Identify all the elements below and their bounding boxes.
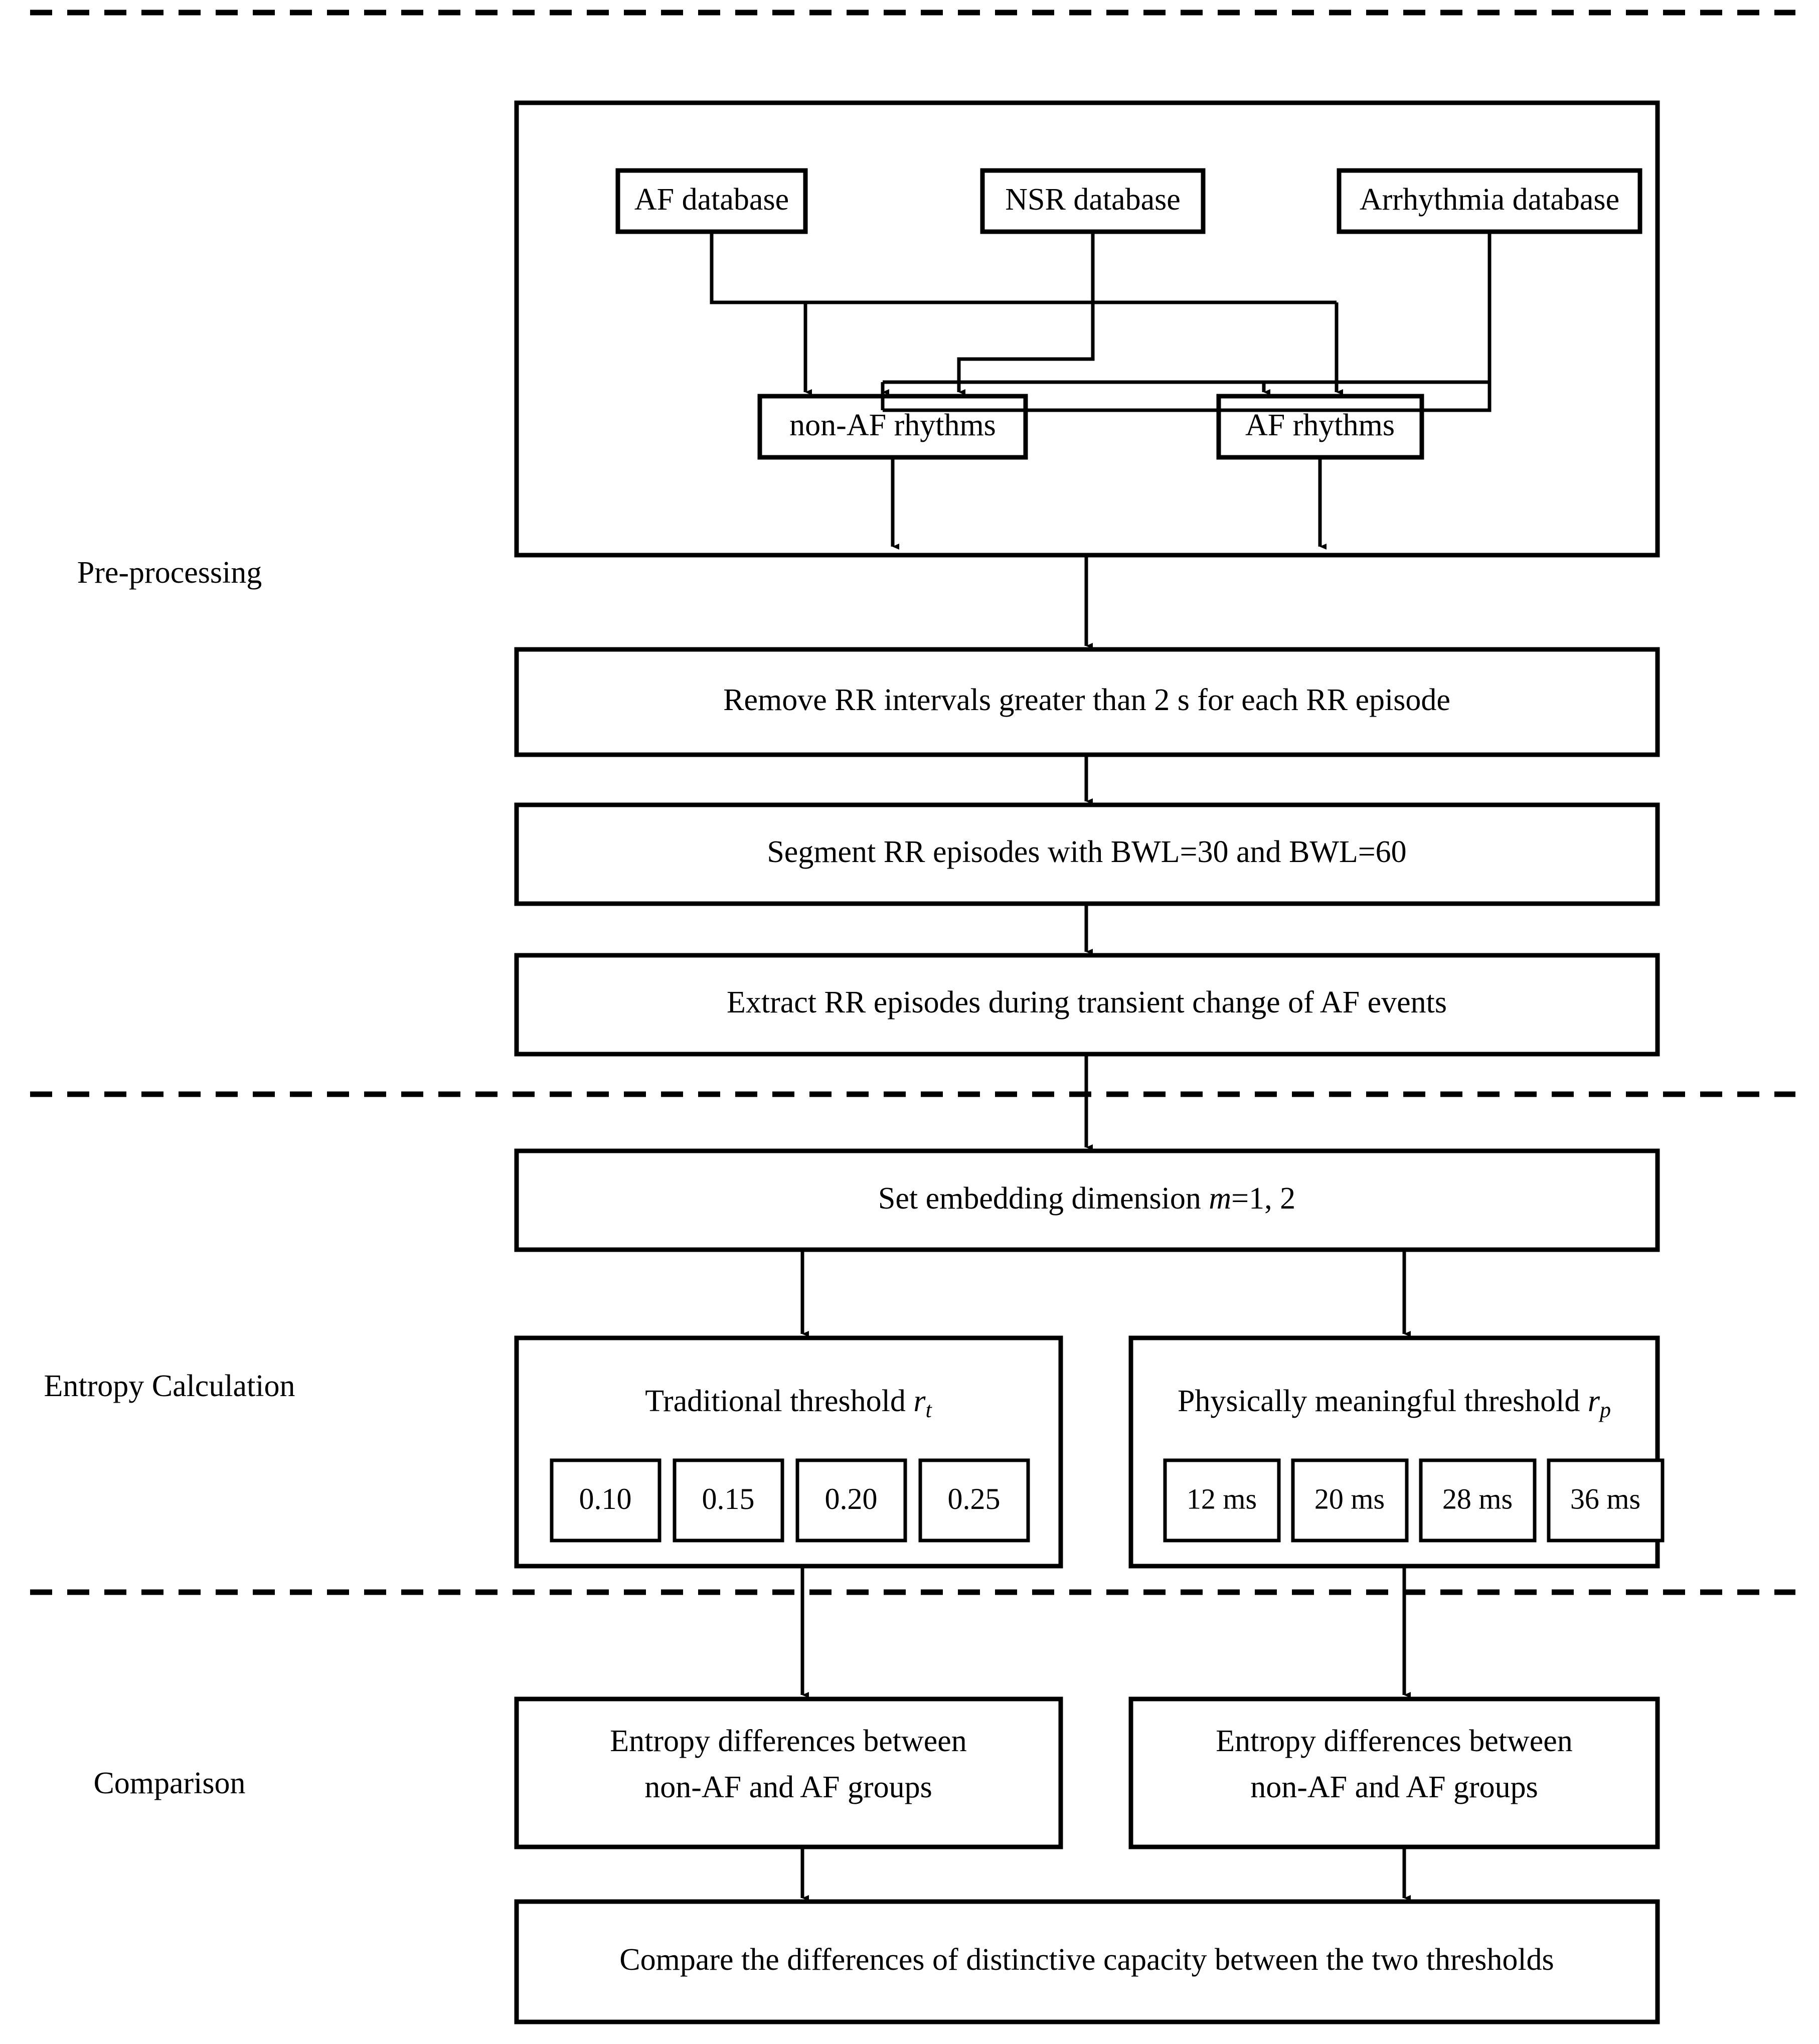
remove-rr-box[interactable]: [514, 647, 1660, 757]
stage-label-pre-processing: Pre-processing: [77, 556, 262, 590]
embedding-prefix: Set embedding dimension: [878, 1181, 1209, 1216]
remove-rr-label: Remove RR intervals greater than 2 s for…: [723, 683, 1450, 717]
connector-lower-bus: [883, 232, 1492, 384]
extract-rr-box[interactable]: [514, 953, 1660, 1057]
traditional-value-label-3: 0.25: [948, 1482, 1001, 1515]
traditional-threshold-prefix: Traditional threshold: [645, 1384, 913, 1418]
af-rhythms-label: AF rhythms: [1245, 408, 1395, 442]
traditional-value-box-2[interactable]: [795, 1458, 907, 1543]
traditional-value-box-3[interactable]: [918, 1458, 1030, 1543]
nsr-database-label: NSR database: [1005, 183, 1181, 217]
traditional-value-label-0: 0.10: [579, 1482, 632, 1515]
embedding-suffix: =1, 2: [1231, 1181, 1295, 1216]
physical-value-box-3[interactable]: [1547, 1458, 1665, 1543]
arrhythmia-database-box[interactable]: [1337, 168, 1642, 234]
entropy-diff-traditional-line2: non-AF and AF groups: [644, 1770, 932, 1804]
traditional-threshold-subscript: t: [925, 1398, 932, 1422]
physical-value-label-1: 20 ms: [1314, 1482, 1385, 1515]
traditional-value-label-2: 0.20: [825, 1482, 878, 1515]
entropy-diff-physical-box[interactable]: [1128, 1696, 1660, 1849]
connector-nsr-db-to-non-af: [957, 232, 1095, 395]
traditional-threshold-label: Traditional threshold rt: [645, 1384, 932, 1422]
physical-threshold-subscript: p: [1598, 1398, 1611, 1422]
stage-label-comparison: Comparison: [93, 1766, 245, 1800]
traditional-threshold-symbol: r: [913, 1384, 926, 1418]
entropy-diff-traditional-line1: Entropy differences between: [610, 1724, 967, 1758]
compare-distinctive-capacity-box[interactable]: [514, 1899, 1660, 2024]
embedding-symbol: m: [1209, 1181, 1231, 1216]
set-embedding-dimension-label: Set embedding dimension m=1, 2: [878, 1181, 1295, 1216]
physical-value-label-2: 28 ms: [1442, 1482, 1513, 1515]
entropy-diff-traditional-box[interactable]: [514, 1696, 1063, 1849]
physical-threshold-label: Physically meaningful threshold rp: [1178, 1384, 1611, 1422]
non-af-rhythms-label: non-AF rhythms: [789, 408, 996, 442]
segment-rr-label: Segment RR episodes with BWL=30 and BWL=…: [767, 835, 1406, 869]
stage-label-entropy-calculation: Entropy Calculation: [44, 1369, 295, 1403]
extract-rr-label: Extract RR episodes during transient cha…: [727, 985, 1447, 1019]
connector-af-db-bus: [710, 232, 1337, 304]
af-database-label: AF database: [634, 183, 789, 217]
entropy-diff-physical-line1: Entropy differences between: [1216, 1724, 1573, 1758]
physical-value-label-3: 36 ms: [1570, 1482, 1640, 1515]
traditional-value-label-1: 0.15: [702, 1482, 755, 1515]
set-embedding-dimension-box[interactable]: [514, 1148, 1660, 1252]
compare-distinctive-capacity-label: Compare the differences of distinctive c…: [619, 1943, 1554, 1977]
arrhythmia-database-label: Arrhythmia database: [1360, 183, 1619, 217]
physical-threshold-prefix: Physically meaningful threshold: [1178, 1384, 1588, 1418]
af-rhythms-box[interactable]: [1216, 394, 1424, 460]
physical-value-label-0: 12 ms: [1187, 1482, 1257, 1515]
traditional-value-box-0[interactable]: [550, 1458, 662, 1543]
entropy-diff-physical-line2: non-AF and AF groups: [1250, 1770, 1538, 1804]
physical-value-box-0[interactable]: [1163, 1458, 1281, 1543]
traditional-value-box-1[interactable]: [673, 1458, 784, 1543]
segment-rr-box[interactable]: [514, 802, 1660, 906]
physical-threshold-symbol: r: [1588, 1384, 1600, 1418]
physical-value-box-1[interactable]: [1291, 1458, 1409, 1543]
physical-value-box-2[interactable]: [1419, 1458, 1537, 1543]
